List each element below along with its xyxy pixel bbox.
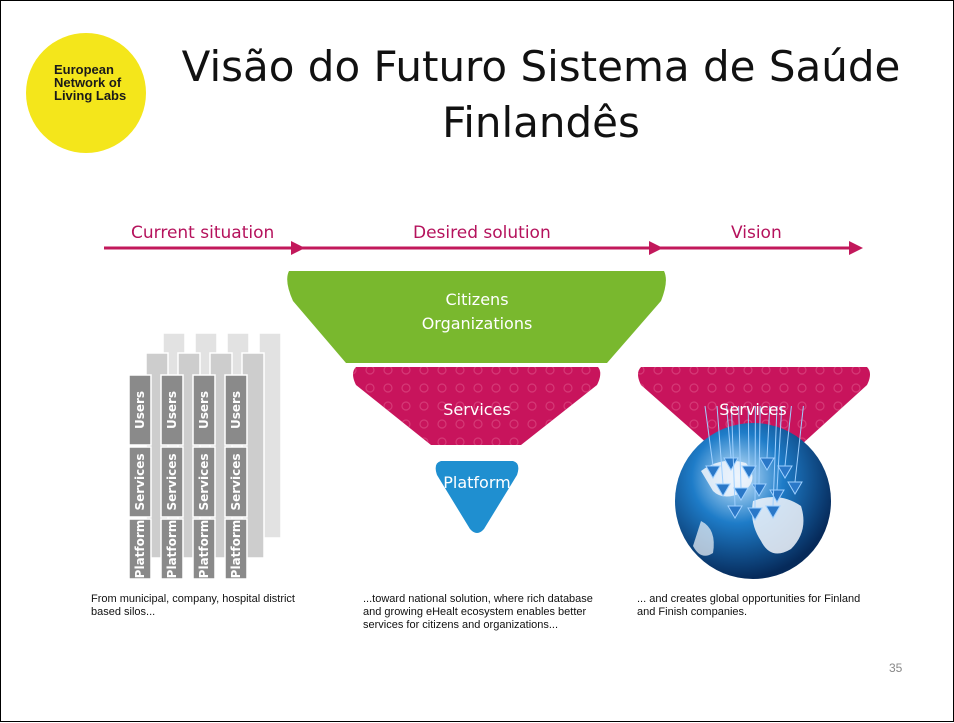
pyramid-platform-layer (436, 461, 519, 533)
caption-current-line-1: From municipal, company, hospital distri… (91, 593, 295, 606)
pyramid-top-line-2: Organizations (422, 314, 533, 333)
timeline-arrow (104, 241, 863, 255)
silo-label-users: Users (165, 391, 179, 429)
caption-vision: ... and creates global opportunities for… (637, 593, 860, 619)
silo-label-users: Users (133, 391, 147, 429)
silo-label-services: Services (229, 453, 243, 510)
caption-desired: ...toward national solution, where rich … (363, 593, 593, 632)
caption-current: From municipal, company, hospital distri… (91, 593, 295, 619)
silo-label-platform: Platform (229, 520, 243, 579)
silo-label-platform: Platform (197, 520, 211, 579)
silo-label-services: Services (197, 453, 211, 510)
pyramid-bottom-label: Platform (443, 473, 510, 492)
pyramid-top-line-1: Citizens (445, 290, 508, 309)
silo-label-users: Users (197, 391, 211, 429)
caption-desired-line-1: ...toward national solution, where rich … (363, 593, 593, 606)
page-number: 35 (889, 661, 902, 675)
silo-label-services: Services (133, 453, 147, 510)
silo-label-platform: Platform (133, 520, 147, 579)
caption-vision-line-2: and Finish companies. (637, 606, 860, 619)
caption-desired-line-2: and growing eHealt ecosystem enables bet… (363, 606, 593, 619)
caption-vision-line-1: ... and creates global opportunities for… (637, 593, 860, 606)
pyramid-middle-label: Services (443, 400, 510, 419)
silo-label-platform: Platform (165, 520, 179, 579)
pyramid-diagram: Citizens Organizations Services Platform (287, 271, 666, 533)
vision-services-label: Services (719, 400, 786, 419)
caption-desired-line-3: services for citizens and organizations.… (363, 619, 593, 632)
caption-current-line-2: based silos... (91, 606, 295, 619)
vision-diagram: Services (638, 367, 870, 579)
silo-label-services: Services (165, 453, 179, 510)
silo-label-users: Users (229, 391, 243, 429)
